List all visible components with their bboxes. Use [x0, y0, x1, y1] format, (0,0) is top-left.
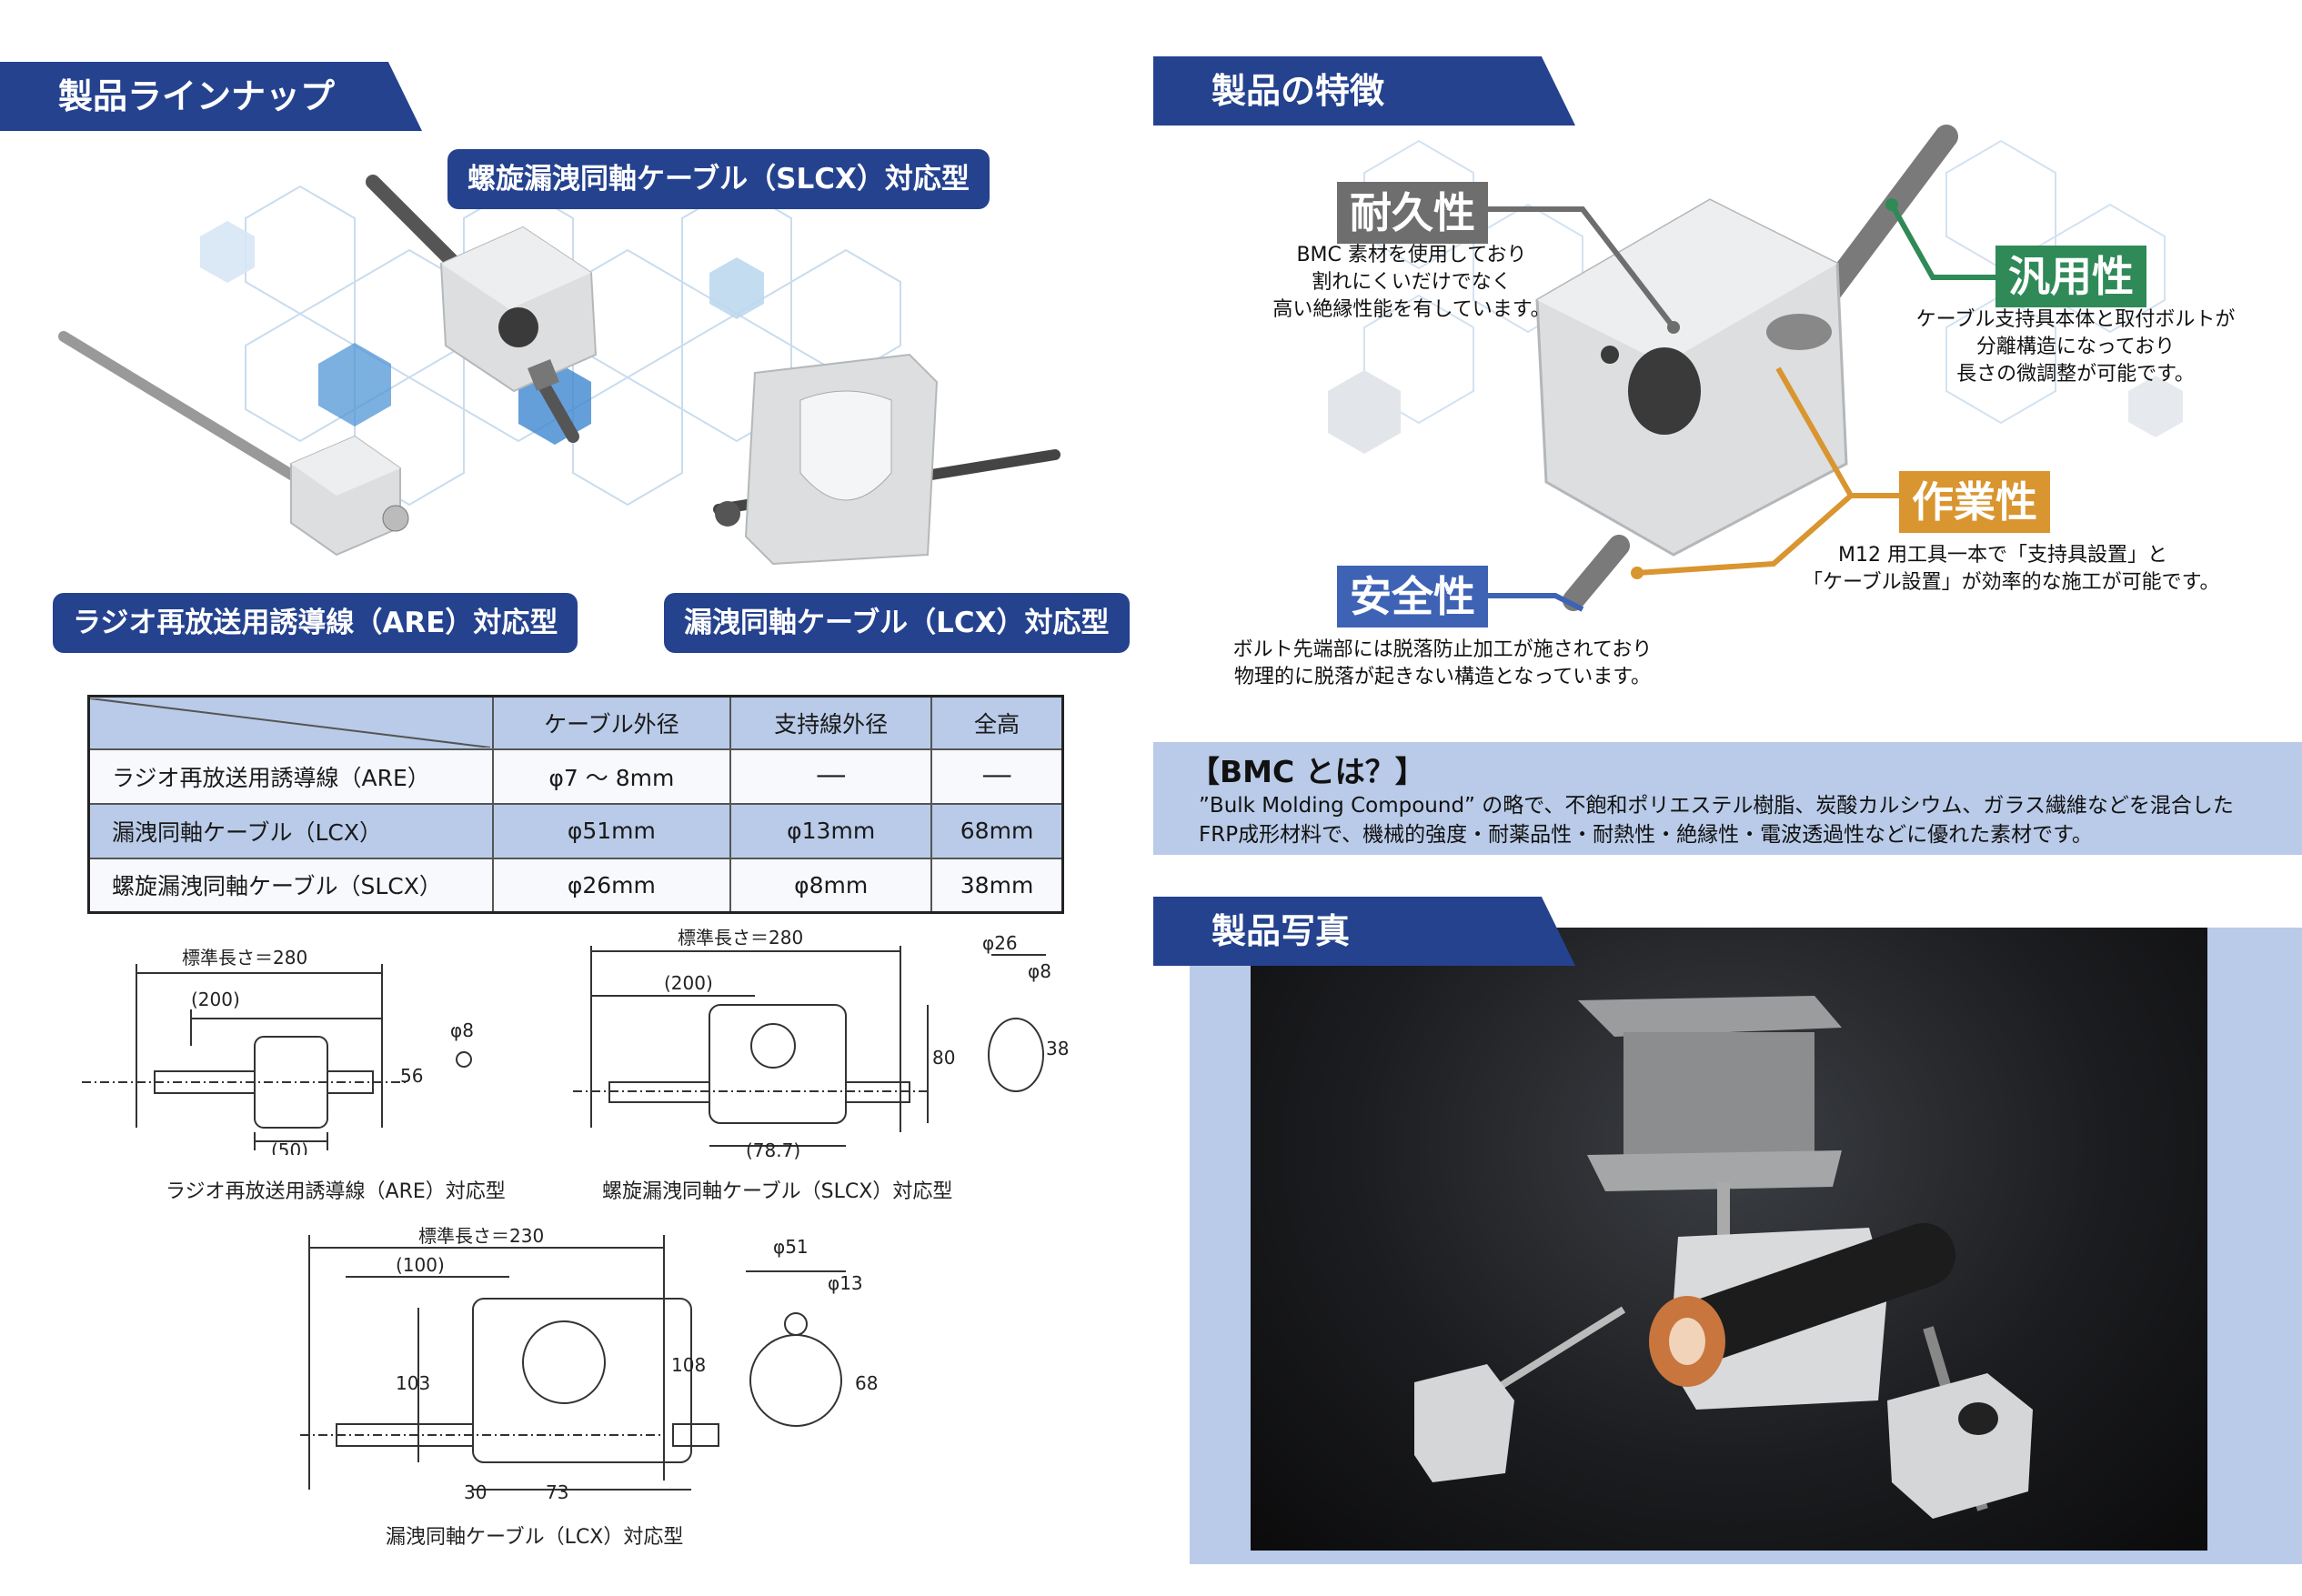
lcx-std-len: 標準長さ＝230	[418, 1226, 544, 1247]
product-photo	[1251, 928, 2207, 1551]
product-photo-art	[1414, 996, 2033, 1519]
table-corner	[87, 695, 494, 750]
feature-text-durability: BMC 素材を使用しており 割れにくいだけでなく 高い絶縁性能を有しています。	[1272, 244, 1551, 321]
are-product-image	[58, 331, 409, 557]
header-cable-od: ケーブル外径	[491, 695, 732, 750]
caption-are: ラジオ再放送用誘導線（ARE）対応型	[166, 1180, 506, 1203]
hex-background-right	[1328, 139, 2183, 454]
lcx-d100: (100)	[396, 1254, 445, 1276]
label-are: ラジオ再放送用誘導線（ARE）対応型	[53, 593, 578, 653]
are-phi8: φ8	[450, 1019, 474, 1041]
caption-lcx: 漏洩同軸ケーブル（LCX）対応型	[386, 1526, 684, 1549]
features-banner: 製品の特徴	[1153, 56, 1575, 125]
label-slcx: 螺旋漏洩同軸ケーブル（SLCX）対応型	[447, 149, 990, 209]
slcx-d200: (200)	[664, 972, 713, 994]
label-lcx: 漏洩同軸ケーブル（LCX）対応型	[664, 593, 1130, 653]
bmc-line-1: ”Bulk Molding Compound” の略で、不飽和ポリエステル樹脂、…	[1199, 794, 2234, 818]
photo-banner: 製品写真	[1153, 897, 1575, 966]
feature-label-versatility: 汎用性	[1995, 246, 2146, 307]
lcx-d30: 30	[464, 1481, 487, 1503]
are-d50: (50)	[271, 1139, 308, 1155]
caption-slcx: 螺旋漏洩同軸ケーブル（SLCX）対応型	[602, 1180, 953, 1203]
feature-product-image	[1535, 125, 1958, 611]
are-std-len: 標準長さ＝280	[182, 947, 307, 969]
table-row: 漏洩同軸ケーブル（LCX） φ51mm φ13mm 68mm	[87, 802, 1064, 859]
slcx-h38: 38	[1046, 1038, 1069, 1059]
drawing-are: 標準長さ＝280 (200) (50) 56 φ8	[82, 947, 474, 1155]
slcx-std-len: 標準長さ＝280	[678, 927, 803, 949]
feature-text-safety: ボルト先端部には脱落防止加工が施されており 物理的に脱落が起きない構造となってい…	[1232, 638, 1653, 688]
lcx-h68: 68	[855, 1372, 878, 1394]
feature-label-safety: 安全性	[1337, 566, 1488, 627]
lcx-product-image	[713, 353, 1061, 566]
feature-connectors	[1473, 198, 2010, 612]
lcx-phi13: φ13	[828, 1272, 863, 1294]
lineup-banner: 製品ラインナップ	[0, 62, 422, 131]
feature-text-versatility: ケーブル支持具本体と取付ボルトが 分離構造になっており 長さの微調整が可能です。	[1915, 308, 2236, 386]
lcx-d73: 73	[546, 1481, 568, 1503]
spec-table: ケーブル外径 支持線外径 全高 ラジオ再放送用誘導線（ARE） φ7 ～ 8mm…	[87, 695, 1064, 914]
table-row: ラジオ再放送用誘導線（ARE） φ7 ～ 8mm ── ──	[87, 748, 1064, 805]
drawing-slcx: 標準長さ＝280 (200) (78.7) 80 φ26 φ8 38	[573, 927, 1069, 1161]
drawing-lcx: 標準長さ＝230 (100) 103 108 30 73 φ51 φ13 68	[300, 1226, 878, 1503]
bmc-title: 【BMC とは？】	[1190, 754, 1425, 789]
feature-label-workability: 作業性	[1899, 471, 2050, 533]
slcx-phi26: φ26	[982, 932, 1018, 954]
table-row: 螺旋漏洩同軸ケーブル（SLCX） φ26mm φ8mm 38mm	[87, 857, 1064, 914]
lcx-h108: 108	[671, 1354, 706, 1376]
lcx-phi51: φ51	[773, 1236, 809, 1258]
header-support-od: 支持線外径	[729, 695, 933, 750]
slcx-phi8: φ8	[1028, 960, 1051, 982]
header-total-height: 全高	[930, 695, 1064, 750]
slcx-d787: (78.7)	[746, 1139, 800, 1161]
slcx-h80: 80	[932, 1047, 955, 1069]
bmc-box	[1153, 742, 2302, 855]
feature-text-workability: M12 用工具一本で「支持具設置」と 「ケーブル設置」が効率的な施工が可能です。	[1803, 544, 2220, 594]
lcx-h103: 103	[396, 1372, 430, 1394]
are-h56: 56	[400, 1065, 423, 1087]
are-d200: (200)	[191, 989, 240, 1010]
feature-label-durability: 耐久性	[1337, 182, 1488, 244]
bmc-line-2: FRP成形材料で、機械的強度・耐薬品性・耐熱性・絶縁性・電波透過性などに優れた素…	[1199, 823, 2093, 847]
slcx-product-image	[366, 175, 598, 443]
